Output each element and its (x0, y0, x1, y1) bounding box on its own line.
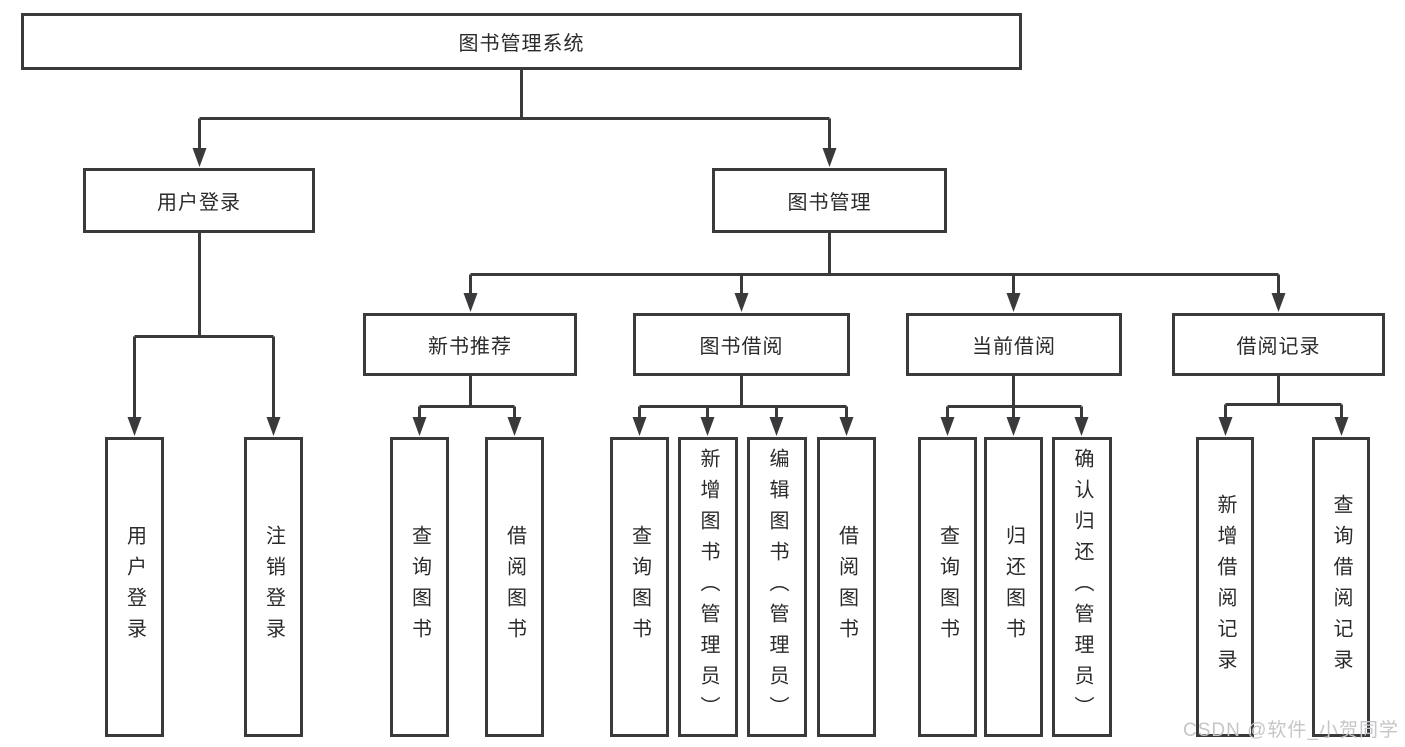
node-user-login-label: 用户登录 (157, 192, 241, 214)
node-new-book-recommendation-label: 新书推荐 (428, 336, 512, 358)
leaf-logout: 注销登录 (244, 437, 303, 737)
leaf-borrow-books-recommend: 借阅图书 (485, 437, 544, 737)
node-user-login: 用户登录 (83, 168, 315, 233)
leaf-query-books-current-label: 查询图书 (936, 525, 959, 649)
leaf-borrow-books-recommend-label: 借阅图书 (503, 525, 526, 649)
leaf-user-login: 用户登录 (105, 437, 164, 737)
leaf-confirm-return-admin-label: 确认归还（管理员） (1071, 447, 1093, 727)
leaf-edit-books-admin-label: 编辑图书（管理员） (766, 447, 788, 727)
node-book-management: 图书管理 (712, 168, 947, 233)
node-book-borrowing-label: 图书借阅 (699, 336, 784, 358)
leaf-query-books-recommend-label: 查询图书 (408, 525, 431, 649)
leaf-confirm-return-admin: 确认归还（管理员） (1052, 437, 1112, 737)
leaf-query-books-borrowing: 查询图书 (610, 437, 669, 737)
leaf-edit-books-admin: 编辑图书（管理员） (747, 437, 807, 737)
leaf-add-borrow-record-label: 新增借阅记录 (1214, 494, 1236, 680)
leaf-add-books-admin-label: 新增图书（管理员） (697, 447, 719, 727)
leaf-return-books-label: 归还图书 (1002, 525, 1025, 649)
node-new-book-recommendation: 新书推荐 (363, 313, 577, 376)
leaf-query-borrow-record: 查询借阅记录 (1312, 437, 1370, 737)
leaf-query-borrow-record-label: 查询借阅记录 (1330, 494, 1352, 680)
leaf-query-books-recommend: 查询图书 (390, 437, 449, 737)
node-book-management-label: 图书管理 (787, 192, 872, 214)
leaf-logout-label: 注销登录 (262, 525, 285, 649)
node-borrowing-records-label: 借阅记录 (1236, 336, 1321, 358)
leaf-user-login-label: 用户登录 (123, 525, 146, 649)
leaf-query-books-borrowing-label: 查询图书 (628, 525, 651, 649)
leaf-borrow-books: 借阅图书 (817, 437, 876, 737)
node-book-borrowing: 图书借阅 (633, 313, 850, 376)
leaf-add-borrow-record: 新增借阅记录 (1196, 437, 1254, 737)
node-current-borrowing-label: 当前借阅 (972, 336, 1056, 358)
node-library-system: 图书管理系统 (21, 13, 1022, 70)
leaf-add-books-admin: 新增图书（管理员） (678, 437, 738, 737)
node-library-system-label: 图书管理系统 (458, 33, 585, 55)
csdn-watermark: CSDN @软件_小贺同学 (1183, 720, 1399, 741)
node-current-borrowing: 当前借阅 (906, 313, 1122, 376)
node-borrowing-records: 借阅记录 (1172, 313, 1385, 376)
leaf-query-books-current: 查询图书 (918, 437, 977, 737)
leaf-return-books: 归还图书 (984, 437, 1043, 737)
leaf-borrow-books-label: 借阅图书 (835, 525, 858, 649)
